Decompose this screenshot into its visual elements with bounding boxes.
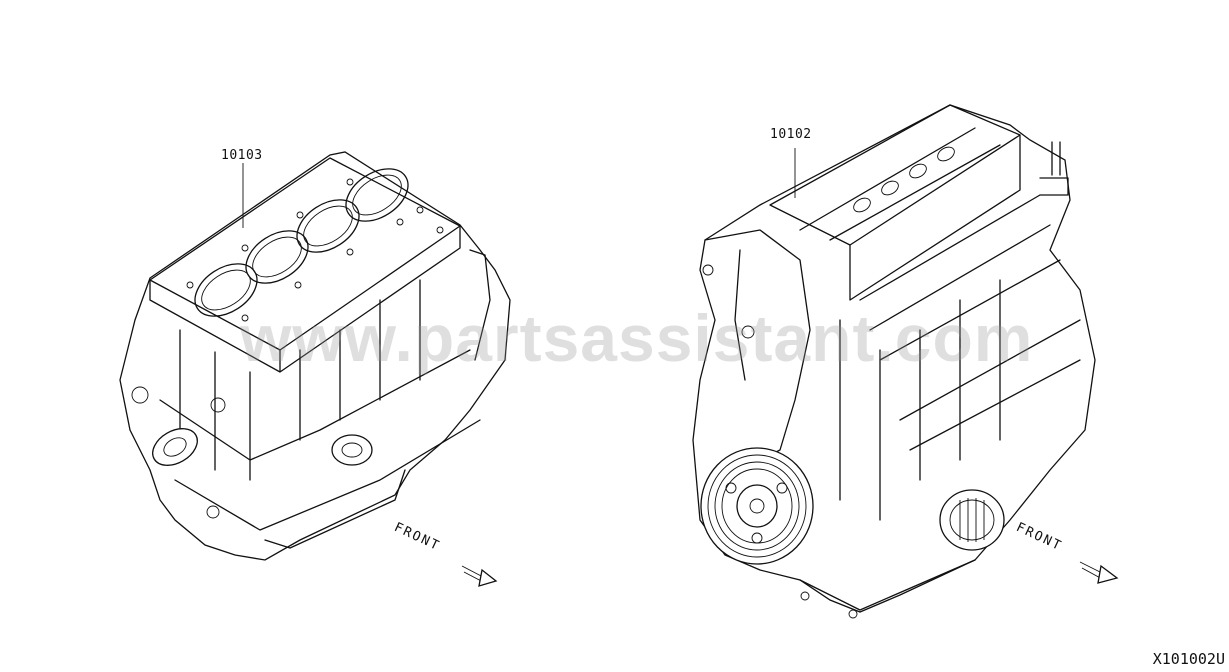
crank-pulley: [700, 447, 814, 565]
diagram-code: X101002U: [1152, 650, 1225, 668]
long-block-drawing: [692, 104, 1096, 619]
part-number-10102: 10102: [770, 127, 812, 142]
coil-ports: [853, 146, 955, 213]
flywheel-gear: [939, 489, 1005, 551]
front-arrow-right-icon: [1079, 561, 1119, 584]
front-arrow-left-icon: [461, 565, 498, 587]
part-number-10103: 10103: [221, 148, 263, 163]
crank-snout: [152, 428, 198, 466]
cylinder-bores: [194, 168, 409, 317]
short-block-drawing: [119, 151, 511, 561]
